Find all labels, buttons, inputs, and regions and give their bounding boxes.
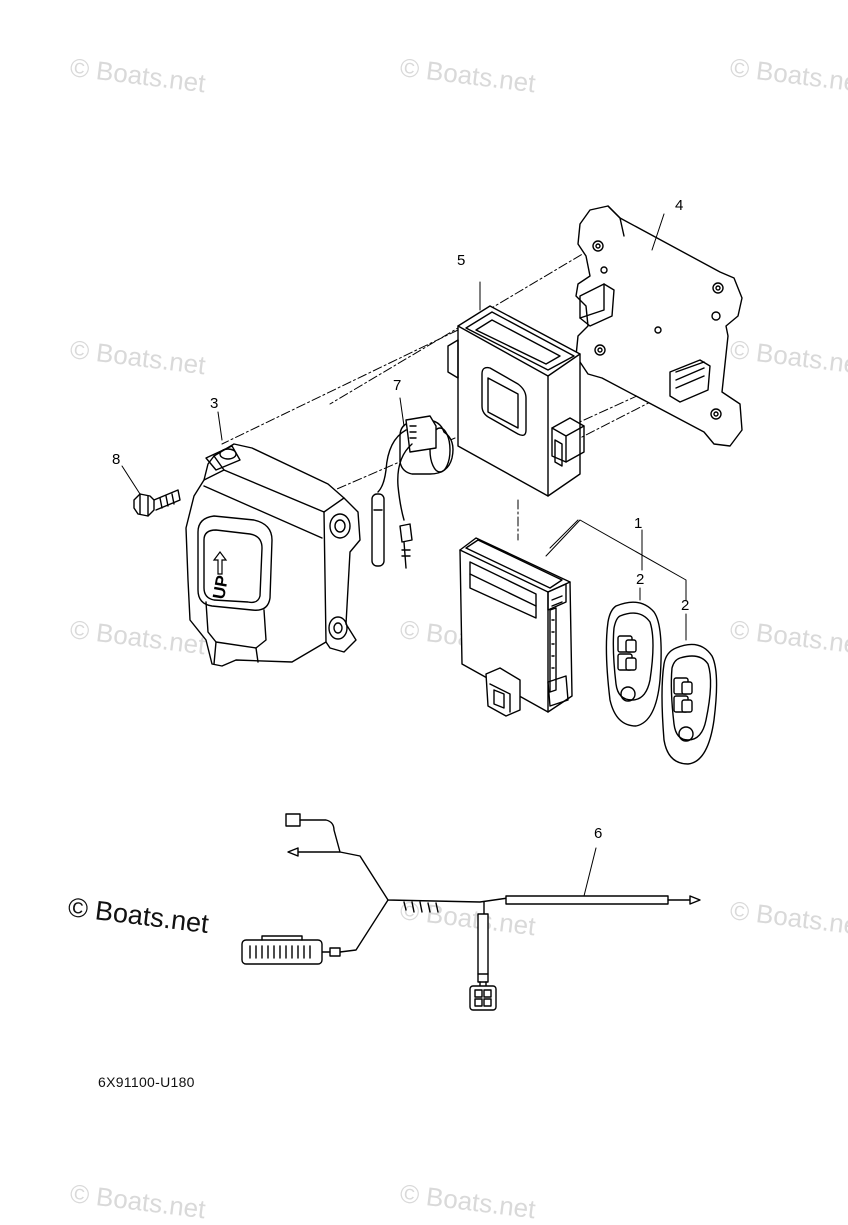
switch-up-label: UP: [209, 551, 232, 601]
bracket-part-4: [575, 205, 743, 447]
bolt-part-8: [133, 489, 181, 517]
switch-label: UP: [209, 574, 232, 601]
callout-3: 3: [210, 395, 219, 412]
callout-2b: 2: [681, 597, 690, 614]
callout-2a: 2: [636, 571, 645, 588]
callout-6: 6: [594, 825, 603, 842]
holder-part-5: [447, 305, 585, 497]
diagram-code: 6X91100-U180: [98, 1074, 195, 1090]
leader-lines: [121, 213, 687, 897]
parts-diagram: © Boats.net © Boats.net © Boats.net © Bo…: [66, 52, 848, 1224]
diagram-drawing: UP: [121, 205, 743, 1011]
control-unit-part-1: [459, 537, 573, 717]
callout-7: 7: [393, 377, 402, 394]
callout-4: 4: [675, 197, 684, 214]
callout-8: 8: [112, 451, 121, 468]
callout-1: 1: [634, 515, 643, 532]
harness-part-6: [241, 813, 701, 1011]
switch-part-3: [185, 443, 361, 667]
remote-fob-b-part-2: [661, 643, 718, 765]
buzzer-part-7: [371, 415, 454, 569]
remote-fob-a-part-2: [605, 601, 662, 727]
callout-5: 5: [457, 252, 466, 269]
